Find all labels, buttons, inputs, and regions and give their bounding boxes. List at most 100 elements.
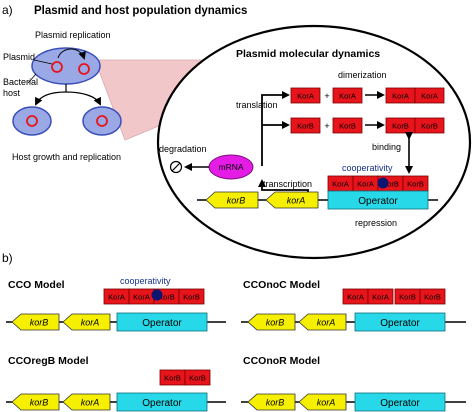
plus-sign-korb: +	[324, 121, 329, 131]
model-cco-operator	[116, 312, 208, 332]
kora-monomer-box	[290, 87, 321, 104]
model-ccoregb-operator-label: Operator	[142, 398, 182, 409]
model-cconoc-operator-label: Operator	[380, 318, 420, 329]
dimerization-label: dimerization	[338, 70, 387, 80]
mrna-label: mRNA	[218, 162, 243, 172]
kora-dimer-label-1: KorA	[392, 92, 409, 101]
kora-monomer-label-second: KorA	[339, 92, 356, 101]
plasmid-daughter-right	[96, 115, 108, 127]
model-ccoregb-protein-label-1: KorB	[164, 374, 181, 383]
model-cco-cooperativity-dot	[151, 289, 163, 301]
model-cconoc-gene-korb	[247, 313, 296, 331]
translation-bracket	[261, 91, 290, 166]
korb-dimer-label-1: KorB	[392, 122, 409, 131]
model-ccoregb-title: CCOregB Model	[8, 355, 89, 367]
host-cell-parent	[31, 47, 101, 85]
model-cco-gene-korb-label: korB	[30, 318, 49, 328]
model-cco-title: CCO Model	[8, 279, 65, 291]
model-cconoc-protein-label-3: KorB	[399, 293, 416, 302]
host-cell-daughter-left	[12, 106, 52, 136]
translation-label: translation	[236, 100, 278, 110]
model-cco-protein-label-1: KorA	[108, 293, 125, 302]
model-cconor-operator	[354, 392, 446, 412]
model-cconor-gene-kora	[298, 393, 347, 411]
kora-monomer-box-second	[332, 87, 363, 104]
model-cco-operator-label: Operator	[142, 318, 182, 329]
model-cconoc-gene-korb-label: korB	[266, 318, 285, 328]
model-cconor-operator-label: Operator	[380, 398, 420, 409]
molecular-dynamics-ellipse	[156, 24, 472, 260]
model-cco-gene-korb	[11, 313, 60, 331]
operator-label-inset: Operator	[358, 196, 398, 207]
model-cco-protein-label-2: KorA	[133, 293, 150, 302]
panel-b-letter: b)	[2, 251, 13, 265]
replication-arrow	[57, 48, 86, 60]
plasmid-daughter-left	[26, 115, 38, 127]
model-cconoc-protein-label-1: KorA	[347, 293, 364, 302]
model-cconoc-protein-2	[367, 288, 394, 305]
inset-title: Plasmid molecular dynamics	[236, 48, 380, 60]
korb-dimer-box-2	[414, 117, 445, 134]
korb-monomer-label: KorB	[297, 122, 314, 131]
model-ccoregb-protein-label-2: KorB	[189, 374, 206, 383]
plasmid-pointer	[33, 59, 53, 65]
model-cco-protein-label-3: KorB	[158, 293, 175, 302]
model-ccoregb-gene-korb	[11, 393, 60, 411]
division-branch-right	[65, 91, 101, 106]
panel-a-letter: a)	[2, 3, 13, 17]
model-ccoregb-operator	[116, 392, 208, 412]
kora-monomer-label: KorA	[297, 92, 314, 101]
plasmid-circle-right	[78, 63, 90, 75]
degradation-null-icon	[169, 160, 183, 174]
bound-kora-label-1: KorA	[332, 180, 349, 189]
host-cell-daughter-right	[82, 106, 122, 136]
gene-kora-arrow-inset	[265, 191, 319, 209]
gene-korb-arrow-inset	[205, 191, 259, 209]
plasmid-label: Plasmid	[3, 52, 35, 62]
bound-korb-label-1: KorB	[382, 180, 399, 189]
gene-kora-label-inset: korA	[287, 196, 306, 206]
model-cconor-title: CCOnoR Model	[243, 355, 320, 367]
model-cconoc-protein-label-4: KorB	[424, 293, 441, 302]
cooperativity-label: cooperativity	[342, 163, 393, 173]
plus-sign-kora: +	[324, 91, 329, 101]
host-growth-label: Host growth and replication	[12, 152, 121, 162]
model-cco-gene-kora	[62, 313, 111, 331]
model-ccoregb-gene-korb-label: korB	[30, 398, 49, 408]
model-ccoregb: CCOregB Model KorB KorB korB korA Operat…	[6, 355, 226, 412]
kora-dimer-box-2	[414, 87, 445, 104]
bound-kora-label-2: KorA	[357, 180, 374, 189]
model-cco-gene-kora-label: korA	[81, 318, 100, 328]
korb-dimer-label-2: KorB	[421, 122, 438, 131]
model-cco: CCO Model cooperativity KorA KorA KorB K…	[6, 276, 226, 332]
kora-dimer-label-2: KorA	[421, 92, 438, 101]
transcription-label: transcription	[263, 179, 312, 189]
model-cconoc: CCOnoC Model KorA KorA KorB KorB korB ko…	[241, 279, 466, 332]
korb-monomer-box	[290, 117, 321, 134]
plasmid-replication-label: Plasmid replication	[35, 30, 111, 40]
korb-monomer-box-second	[332, 117, 363, 134]
model-cco-protein-label-4: KorB	[183, 293, 200, 302]
model-cco-cooperativity: cooperativity	[120, 276, 171, 286]
model-cconor-gene-korb-label: korB	[266, 398, 285, 408]
model-cconoc-operator	[354, 312, 446, 332]
cooperativity-dot	[377, 177, 389, 189]
host-pointer	[27, 73, 37, 84]
korb-monomer-label-second: KorB	[339, 122, 356, 131]
division-branch-left	[35, 91, 67, 106]
model-cconoc-gene-kora-label: korA	[317, 318, 336, 328]
repression-label: repression	[355, 218, 397, 228]
binding-label: binding	[372, 142, 401, 152]
model-cconor: CCOnoR Model korB korA Operator	[241, 355, 466, 412]
model-ccoregb-gene-kora-label: korA	[81, 398, 100, 408]
model-ccoregb-protein-2	[184, 369, 211, 386]
operator-box-inset	[327, 190, 429, 210]
panel-a-title: Plasmid and host population dynamics	[34, 5, 247, 17]
model-cconoc-title: CCOnoC Model	[243, 279, 320, 291]
model-cconoc-protein-4	[419, 288, 446, 305]
bacterial-host-label: Bacterial host	[3, 77, 41, 98]
model-cco-protein-4	[178, 288, 205, 305]
plasmid-circle-left	[51, 61, 63, 73]
model-ccoregb-gene-kora	[62, 393, 111, 411]
